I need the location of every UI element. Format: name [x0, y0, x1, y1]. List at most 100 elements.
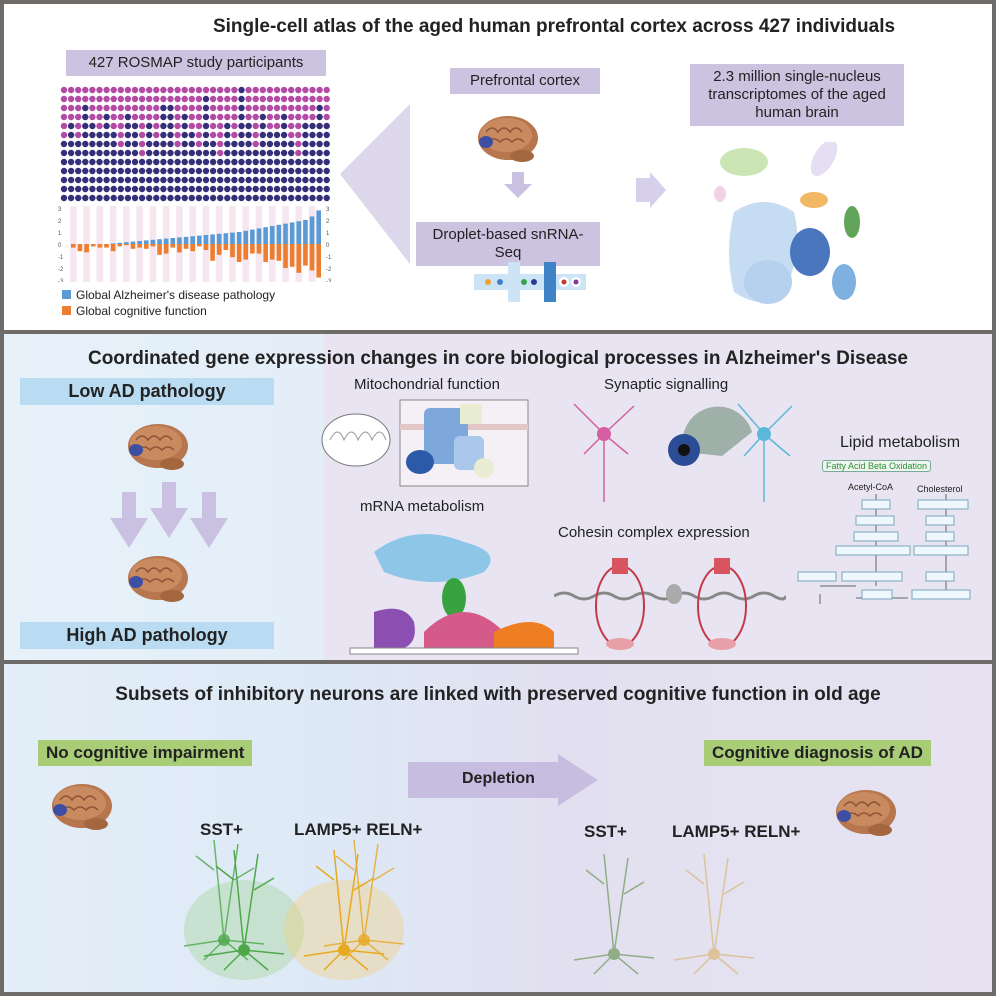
cognition-bar [283, 244, 288, 268]
panel-inhibitory-neurons: Subsets of inhibitory neurons are linked… [4, 664, 992, 992]
mrna-label: mRNA metabolism [360, 498, 485, 515]
pathology-bar [243, 230, 249, 244]
cognition-bar [303, 244, 308, 266]
pathology-bar [283, 223, 288, 244]
pathology-bar [124, 242, 129, 244]
panel3-title: Subsets of inhibitory neurons are linked… [115, 684, 881, 705]
pathology-bar [203, 235, 209, 244]
cognition-bar [269, 244, 275, 260]
pathology-bar [276, 224, 282, 244]
y-tick-label: 1 [58, 231, 62, 237]
pathology-bar [309, 216, 315, 244]
depletion-arrow [408, 754, 598, 806]
legend-item-cognition: Global cognitive function [62, 303, 275, 319]
neuron-icon [203, 849, 285, 971]
panel2-title: Coordinated gene expression changes in c… [87, 348, 909, 369]
ad-diagnosis-label: Cognitive diagnosis of AD [704, 740, 931, 766]
pathology-bar [210, 234, 215, 244]
neuron-icon [184, 840, 265, 961]
mitochondria-illustration [321, 399, 529, 487]
lamp5-label-right: LAMP5+ RELN+ [672, 822, 801, 841]
y-tick-label: 1 [326, 231, 330, 237]
low-ad-label: Low AD pathology [20, 378, 274, 405]
arrow-down-icon [504, 172, 532, 198]
y-tick-label: 0 [58, 243, 62, 249]
prefrontal-label: Prefrontal cortex [450, 68, 600, 94]
cognition-bar [84, 244, 89, 253]
pathology-bar [303, 220, 308, 244]
pathology-bar [137, 241, 142, 244]
pathology-bar [143, 240, 149, 244]
high-ad-label: High AD pathology [20, 622, 274, 649]
umap-clusters [714, 142, 860, 304]
participant-pictogram [60, 86, 330, 202]
cognition-bar [183, 244, 189, 249]
pathology-bar [157, 239, 162, 244]
neuron-icon [573, 853, 655, 975]
pathology-bar [223, 233, 229, 244]
lipid-pathway-diagram [797, 494, 971, 604]
pathology-bar [263, 227, 268, 244]
cognition-bar [177, 244, 182, 253]
brain-icon [835, 789, 897, 837]
panel-single-cell-atlas: Single-cell atlas of the aged human pref… [4, 4, 992, 330]
sst-label-left: SST+ [200, 820, 243, 839]
atlas-label: 2.3 million single-nucleus transcriptome… [690, 64, 904, 126]
cholesterol-label: Cholesterol [917, 484, 963, 494]
cognition-bar [223, 244, 229, 250]
y-tick-label: -2 [326, 267, 332, 273]
cognition-bar [150, 244, 156, 247]
cognition-bar [230, 244, 235, 258]
cognition-bar [203, 244, 209, 250]
pathology-bar [110, 243, 116, 244]
synaptic-illustration [573, 403, 793, 502]
neurons-healthy [184, 840, 405, 980]
cognition-bar [104, 244, 109, 248]
cognition-bar [163, 244, 169, 254]
pathology-bar [236, 232, 242, 244]
mrna-illustration [349, 534, 579, 655]
legend-label: Global cognitive function [76, 304, 207, 318]
cognition-bar [256, 244, 262, 254]
cognition-bar [197, 244, 202, 247]
y-tick-label: 0 [326, 243, 330, 249]
pathology-bar [183, 236, 189, 244]
y-tick-label: -3 [58, 279, 64, 282]
cognition-bar [236, 244, 242, 262]
cognition-bar [90, 244, 96, 247]
pathology-bar [296, 221, 302, 244]
cognition-bar [130, 244, 136, 249]
depletion-label: Depletion [462, 770, 535, 787]
synaptic-label: Synaptic signalling [604, 376, 729, 393]
sst-label-right: SST+ [584, 822, 627, 841]
cognition-bar [97, 244, 103, 248]
y-tick-label: 3 [58, 207, 62, 213]
cognition-bar [216, 244, 222, 255]
acetyl-coa-label: Acetyl-CoA [848, 482, 894, 492]
y-tick-label: -1 [58, 255, 64, 261]
pathology-bar [230, 232, 235, 244]
seq-label: Droplet-based snRNA-Seq [416, 222, 600, 266]
legend-label: Global Alzheimer's disease pathology [76, 288, 276, 302]
y-tick-label: 2 [326, 219, 330, 225]
pathology-bar [316, 210, 321, 244]
neuron-icon [303, 849, 385, 971]
pathology-bar [177, 237, 182, 244]
neurons-depleted [573, 853, 755, 975]
pathology-bar [150, 239, 156, 244]
fatty-acid-label: Fatty Acid Beta Oxidation [822, 460, 932, 472]
pathology-bar [197, 235, 202, 244]
no-ci-label: No cognitive impairment [38, 740, 253, 766]
arrows-down-icon [110, 482, 228, 548]
cognition-bar [124, 244, 129, 246]
neuron-icon [673, 853, 755, 975]
cognition-bar [117, 244, 123, 247]
y-tick-label: -1 [326, 255, 332, 261]
cognition-bar [170, 244, 176, 248]
cognition-bar [276, 244, 282, 261]
y-tick-label: 2 [58, 219, 62, 225]
cognition-bar [296, 244, 302, 273]
cognition-bar [71, 244, 76, 248]
pathology-bar [250, 229, 255, 244]
